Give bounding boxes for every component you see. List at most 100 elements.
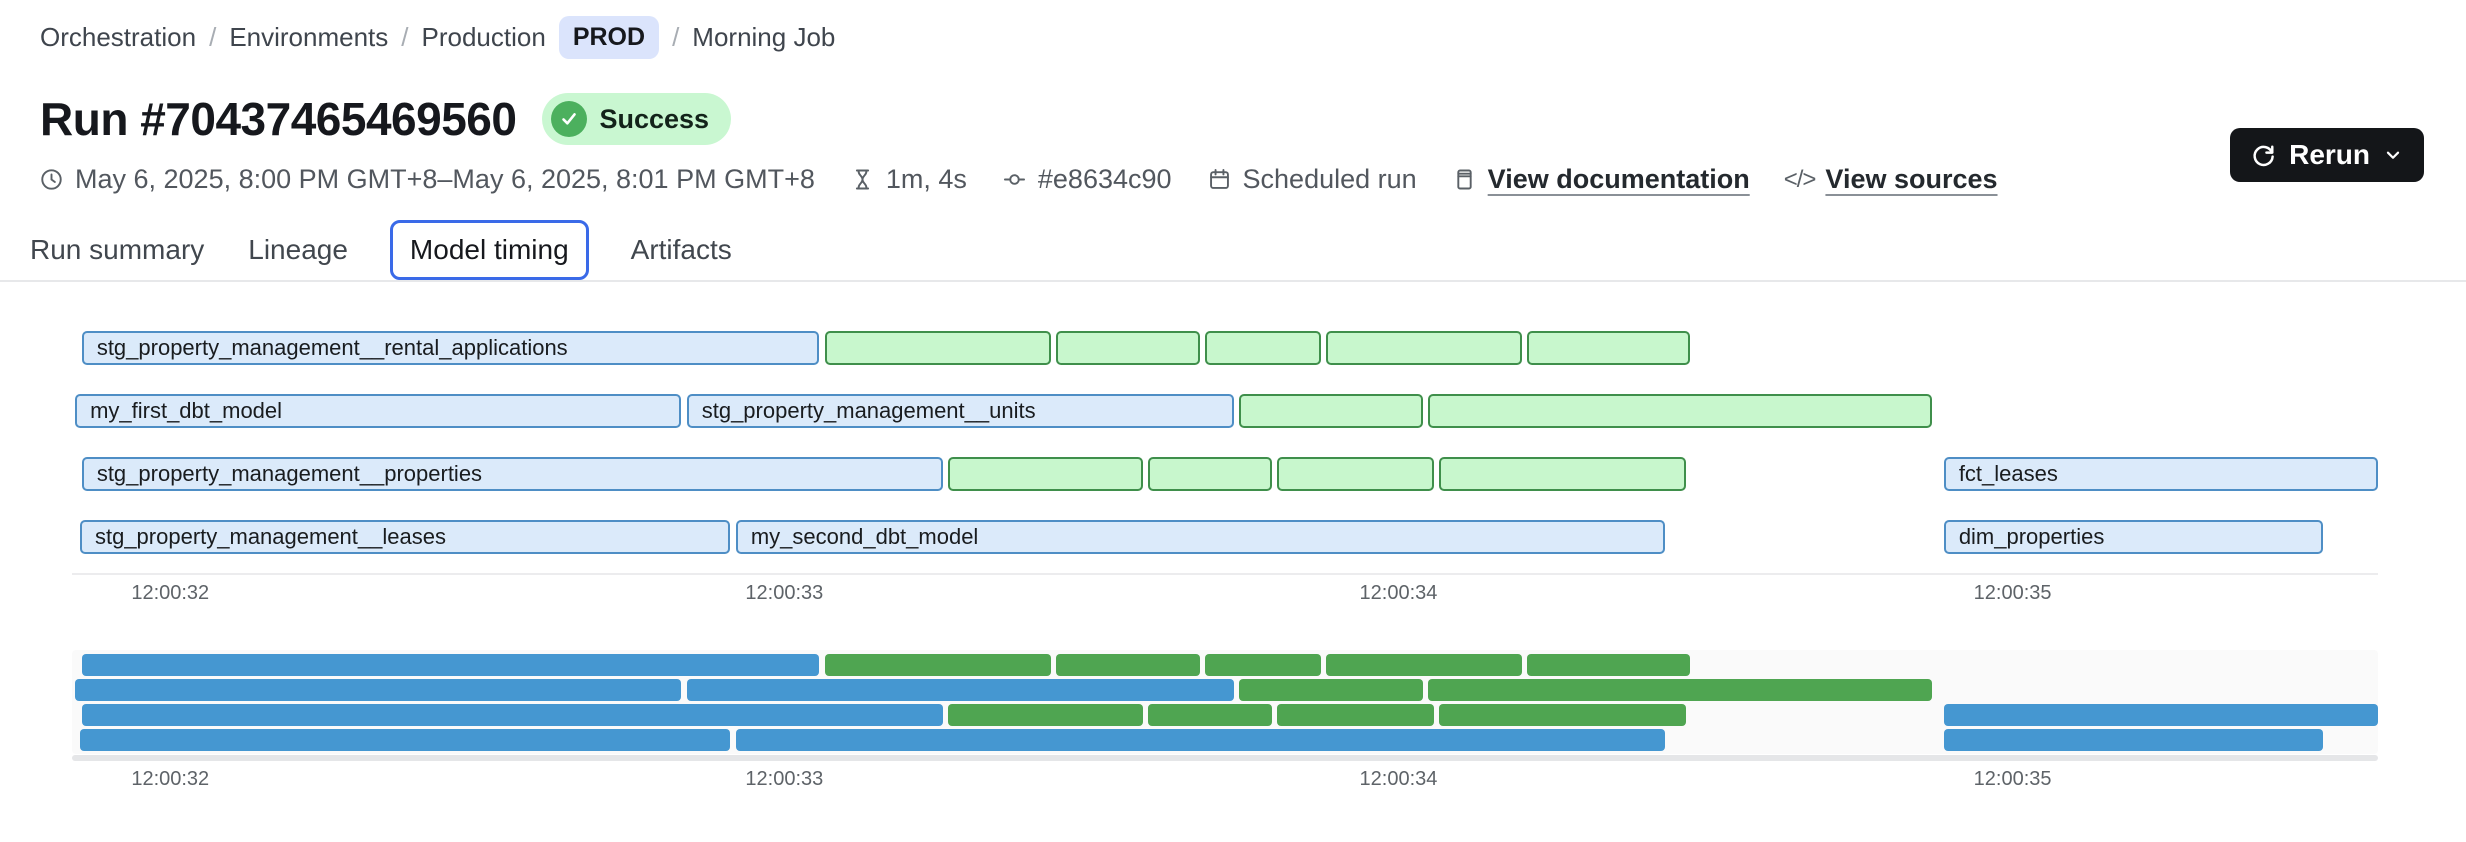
- gantt-bar-test[interactable]: [1055, 331, 1200, 365]
- status-badge: Success: [542, 93, 732, 145]
- tab-run-summary[interactable]: Run summary: [28, 223, 206, 277]
- bar-label: my_second_dbt_model: [750, 524, 979, 549]
- gantt-bar-test[interactable]: [1147, 457, 1272, 491]
- minimap-bar-test[interactable]: [1205, 654, 1322, 676]
- axis-tick: 12:00:33: [745, 768, 824, 790]
- run-trigger: Scheduled run: [1206, 164, 1417, 195]
- bar-label: stg_property_management__units: [701, 398, 1036, 423]
- breadcrumb-environments[interactable]: Environments: [229, 22, 389, 52]
- refresh-icon: [2250, 142, 2277, 169]
- tab-model-timing[interactable]: Model timing: [389, 220, 589, 280]
- run-commit: #e8634c90: [1001, 164, 1172, 195]
- breadcrumb-separator: /: [401, 22, 409, 52]
- gantt-bar-test[interactable]: [1326, 331, 1522, 365]
- run-duration-label: 1m, 4s: [885, 164, 967, 194]
- minimap-track[interactable]: [72, 755, 2378, 761]
- gantt-bar-test[interactable]: [1427, 394, 1932, 428]
- gantt-bar-test[interactable]: [947, 457, 1143, 491]
- run-trigger-label: Scheduled run: [1242, 164, 1417, 194]
- gantt-bar-test[interactable]: [1205, 331, 1322, 365]
- minimap-bar-test[interactable]: [1276, 704, 1435, 726]
- breadcrumb: Orchestration / Environments / Productio…: [40, 16, 835, 59]
- minimap-row: [72, 679, 2378, 701]
- minimap-bar-test[interactable]: [1439, 704, 1686, 726]
- gantt-bar-test[interactable]: [1526, 331, 1690, 365]
- gantt-row: my_first_dbt_model stg_property_managemen…: [72, 394, 2378, 428]
- bar-label: fct_leases: [1958, 461, 2058, 486]
- gantt-bar-test[interactable]: [1439, 457, 1686, 491]
- view-documentation[interactable]: View documentation: [1451, 164, 1750, 195]
- minimap-bar-test[interactable]: [824, 654, 1051, 676]
- gantt-bar-model[interactable]: fct_leases: [1943, 457, 2378, 491]
- breadcrumb-orchestration[interactable]: Orchestration: [40, 22, 197, 52]
- code-icon: </>: [1783, 165, 1817, 193]
- minimap-bar-model[interactable]: [1943, 704, 2378, 726]
- gantt-bar-model[interactable]: my_first_dbt_model: [75, 394, 682, 428]
- axis-tick: 12:00:34: [1359, 768, 1438, 790]
- chevron-down-icon: [2382, 144, 2404, 166]
- gantt-bar-model[interactable]: stg_property_management__leases: [79, 520, 730, 554]
- view-sources[interactable]: </> View sources: [1784, 164, 1998, 195]
- bar-label: stg_property_management__properties: [96, 461, 483, 486]
- model-timing-chart: stg_property_management__rental_applicat…: [72, 318, 2378, 828]
- run-header: Run #70437465469560 Success: [40, 92, 732, 146]
- minimap-bar-test[interactable]: [1326, 654, 1522, 676]
- gantt-bar-model[interactable]: stg_property_management__properties: [81, 457, 943, 491]
- clock-icon: [38, 166, 65, 193]
- minimap-bar-model[interactable]: [79, 729, 730, 751]
- gantt-bar-model[interactable]: my_second_dbt_model: [735, 520, 1665, 554]
- page-title: Run #70437465469560: [40, 93, 517, 145]
- minimap-bar-test[interactable]: [947, 704, 1143, 726]
- run-duration: 1m, 4s: [849, 164, 967, 195]
- x-axis-line: [72, 573, 2378, 575]
- calendar-icon: [1206, 166, 1233, 193]
- gantt-bar-test[interactable]: [1276, 457, 1435, 491]
- minimap-bar-model[interactable]: [81, 704, 943, 726]
- minimap-bar-test[interactable]: [1238, 679, 1424, 701]
- gantt-bar-model[interactable]: stg_property_management__units: [686, 394, 1234, 428]
- tab-artifacts[interactable]: Artifacts: [629, 223, 734, 277]
- check-icon: [551, 101, 588, 137]
- minimap-bar-test[interactable]: [1055, 654, 1200, 676]
- rerun-button-label: Rerun: [2289, 139, 2370, 170]
- minimap-row: [72, 654, 2378, 676]
- view-documentation-link[interactable]: View documentation: [1487, 164, 1750, 194]
- axis-tick: 12:00:35: [1973, 768, 2052, 790]
- rerun-button[interactable]: Rerun: [2230, 128, 2424, 182]
- axis-tick: 12:00:34: [1359, 582, 1438, 604]
- minimap-bar-model[interactable]: [75, 679, 682, 701]
- tabs: Run summary Lineage Model timing Artifacts: [28, 220, 734, 280]
- minimap-bar-model[interactable]: [735, 729, 1665, 751]
- view-sources-link[interactable]: View sources: [1825, 164, 1998, 194]
- minimap-bar-model[interactable]: [686, 679, 1234, 701]
- gantt-row: stg_property_management__leases my_second…: [72, 520, 2378, 554]
- breadcrumb-production[interactable]: Production: [421, 22, 546, 52]
- bar-label: stg_property_management__leases: [94, 524, 446, 549]
- gantt-bar-model[interactable]: stg_property_management__rental_applicat…: [81, 331, 819, 365]
- minimap-bar-model[interactable]: [81, 654, 819, 676]
- minimap-bar-model[interactable]: [1943, 729, 2323, 751]
- hourglass-icon: [849, 166, 876, 193]
- gantt-bar-model[interactable]: dim_properties: [1943, 520, 2323, 554]
- breadcrumb-job[interactable]: Morning Job: [692, 22, 836, 52]
- gantt-bar-test[interactable]: [824, 331, 1051, 365]
- run-meta: May 6, 2025, 8:00 PM GMT+8–May 6, 2025, …: [38, 164, 1998, 195]
- environment-badge: PROD: [558, 16, 660, 59]
- status-badge-label: Success: [599, 103, 710, 134]
- minimap-bar-test[interactable]: [1526, 654, 1690, 676]
- run-time-range: May 6, 2025, 8:00 PM GMT+8–May 6, 2025, …: [38, 164, 815, 195]
- run-commit-label: #e8634c90: [1037, 164, 1172, 194]
- axis-tick: 12:00:35: [1973, 582, 2052, 604]
- tabs-bar: Run summary Lineage Model timing Artifacts: [0, 220, 2466, 282]
- gantt-bar-test[interactable]: [1238, 394, 1424, 428]
- gantt-row: stg_property_management__properties fct_l…: [72, 457, 2378, 491]
- minimap-bar-test[interactable]: [1147, 704, 1272, 726]
- commit-icon: [1001, 166, 1028, 193]
- minimap-bar-test[interactable]: [1427, 679, 1932, 701]
- bar-label: stg_property_management__rental_applicat…: [96, 335, 568, 360]
- tab-lineage[interactable]: Lineage: [246, 223, 350, 277]
- minimap-row: [72, 704, 2378, 726]
- bar-label: my_first_dbt_model: [90, 398, 283, 423]
